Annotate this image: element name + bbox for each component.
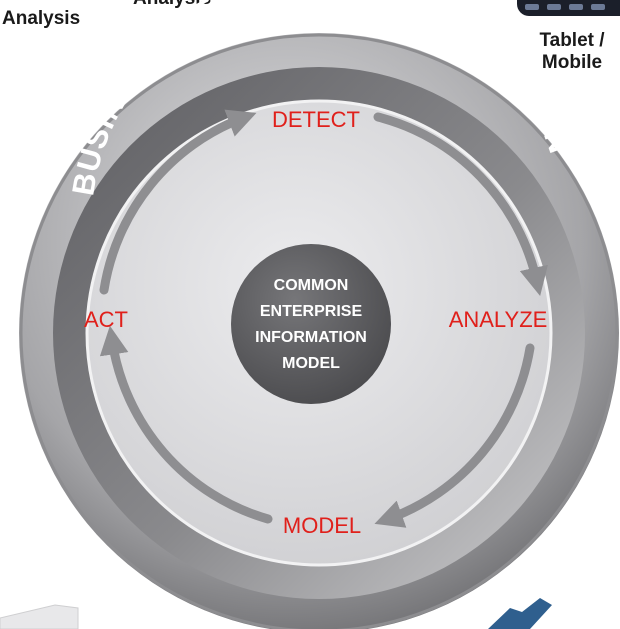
center-line-4: MODEL xyxy=(282,355,340,372)
app-icon xyxy=(591,4,605,10)
cropped-logo-fragment xyxy=(488,598,552,629)
center-line-2: ENTERPRISE xyxy=(260,303,363,320)
cropped-image-fragment xyxy=(0,604,79,629)
stage-act: ACT xyxy=(84,307,128,332)
center-line-1: COMMON xyxy=(274,277,349,294)
outer-ring-edge xyxy=(19,33,619,629)
arrow-detect-to-analyze xyxy=(373,112,548,297)
stage-detect: DETECT xyxy=(272,107,360,132)
app-icon xyxy=(569,4,583,10)
stage-model: MODEL xyxy=(283,513,361,538)
center-disc xyxy=(231,244,391,404)
center-line-3: INFORMATION xyxy=(255,329,367,346)
arrow-act-to-detect xyxy=(99,109,257,295)
arrow-analyze-to-model xyxy=(374,343,535,528)
tablet-label-line-2: Mobile xyxy=(541,52,603,73)
arrow-model-to-act xyxy=(99,325,273,524)
tablet-device-image xyxy=(517,0,620,16)
app-icon xyxy=(525,4,539,10)
analysis-left-label: Analysis xyxy=(2,8,81,29)
stage-analyze: ANALYZE xyxy=(449,307,548,332)
tablet-mobile-label: Tablet / Mobile xyxy=(524,30,620,74)
analysis-top-label: Analysis xyxy=(133,0,211,10)
tablet-label-line-1: Tablet / xyxy=(539,30,605,51)
app-icon xyxy=(547,4,561,10)
